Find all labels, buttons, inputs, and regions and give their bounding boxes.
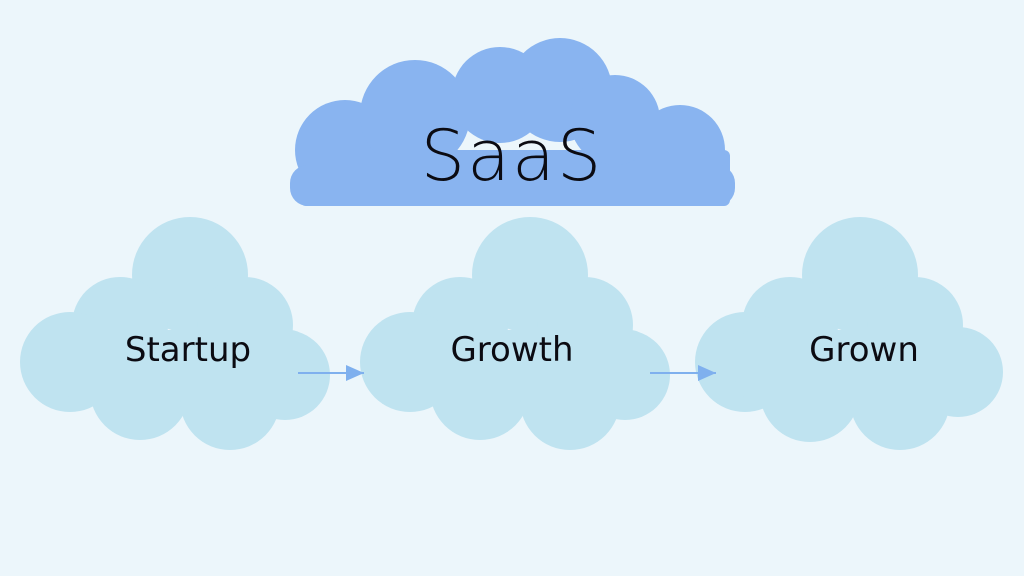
stage-label-startup: Startup bbox=[124, 330, 252, 370]
title-cloud bbox=[290, 38, 735, 206]
stage-label-growth: Growth bbox=[450, 330, 574, 370]
title-label: SaaS bbox=[420, 115, 604, 197]
stage-label-grown: Grown bbox=[809, 330, 919, 370]
stage-cloud-startup bbox=[20, 217, 330, 450]
stage-cloud-grown bbox=[695, 217, 1003, 450]
stage-cloud-growth bbox=[360, 217, 670, 450]
